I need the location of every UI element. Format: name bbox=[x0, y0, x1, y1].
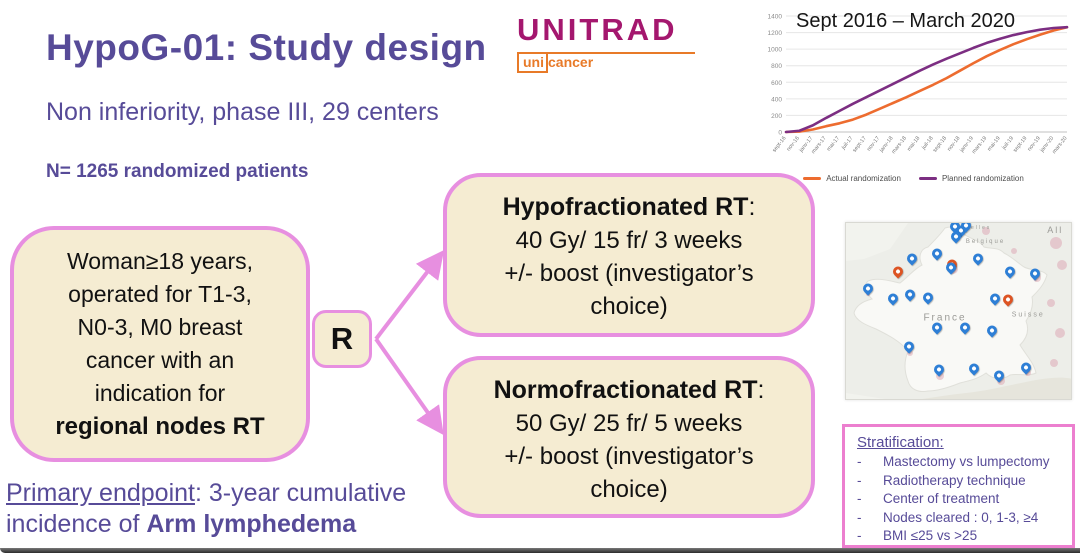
page-title: HypoG-01: Study design bbox=[46, 27, 487, 68]
svg-text:sept-18: sept-18 bbox=[932, 136, 948, 154]
stratification-item: -BMI ≤25 vs >25 bbox=[857, 528, 978, 543]
map-country-label: All bbox=[1047, 225, 1064, 236]
recruitment-chart: Sept 2016 – March 2020 0 200 400 600 800 1000… bbox=[752, 4, 1075, 184]
svg-text:1200: 1200 bbox=[768, 30, 783, 37]
map-country-label: Suisse bbox=[1011, 311, 1045, 319]
primary-endpoint-label: Primary endpoint bbox=[6, 479, 195, 507]
svg-text:200: 200 bbox=[771, 113, 782, 120]
svg-text:sept-17: sept-17 bbox=[852, 136, 868, 154]
stratification-title: Stratification: bbox=[857, 434, 944, 451]
svg-text:600: 600 bbox=[771, 80, 782, 87]
arm-lymphedema-bold: Arm lymphedema bbox=[146, 510, 357, 538]
svg-text:sept-16: sept-16 bbox=[772, 136, 788, 154]
stratification-item: -Mastectomy vs lumpectomy bbox=[857, 454, 1050, 469]
eligibility-box: Woman≥18 years, operated for T1-3, N0-3,… bbox=[10, 226, 310, 462]
randomized-patients-count: N= 1265 randomized patients bbox=[46, 161, 309, 182]
arm-title: Hypofractionated RT: bbox=[502, 193, 756, 221]
randomization-box: R bbox=[312, 310, 372, 368]
svg-text:1400: 1400 bbox=[768, 14, 783, 21]
stratification-item: -Center of treatment bbox=[857, 491, 1000, 506]
svg-text:0: 0 bbox=[778, 130, 782, 137]
svg-text:800: 800 bbox=[771, 63, 782, 70]
randomization-arrows bbox=[374, 250, 445, 436]
legend-planned: Planned randomization bbox=[918, 174, 1024, 183]
stratification-item: -Radiotherapy technique bbox=[857, 472, 1026, 488]
recruitment-line-chart: 0200400600800100012001400sept-16nov-16ja… bbox=[768, 14, 1069, 156]
arm-title: Normofractionated RT: bbox=[493, 376, 765, 404]
eligibility-bold-line: regional nodes RT bbox=[55, 413, 265, 440]
legend-actual: Actual randomization bbox=[803, 174, 901, 183]
map-country-label: France bbox=[923, 312, 967, 324]
subtitle: Non inferiority, phase III, 29 centers bbox=[46, 98, 439, 126]
svg-text:mai-17: mai-17 bbox=[826, 136, 841, 153]
arm-normofractionated: Normofractionated RT: 50 Gy/ 25 fr/ 5 we… bbox=[443, 356, 815, 518]
unicancer-uni-box: uni bbox=[517, 52, 548, 73]
map-country-label: Belgique bbox=[965, 239, 1006, 246]
svg-text:mai-18: mai-18 bbox=[906, 136, 921, 153]
chart-title: Sept 2016 – March 2020 bbox=[796, 10, 1016, 32]
video-edge-bar bbox=[0, 548, 1080, 553]
svg-text:1000: 1000 bbox=[768, 47, 783, 54]
stratification-item: -Nodes cleared : 0, 1-3, ≥4 bbox=[857, 509, 1039, 525]
svg-text:sept-19: sept-19 bbox=[1012, 136, 1028, 154]
svg-text:mai-19: mai-19 bbox=[987, 136, 1002, 153]
logo-rule bbox=[517, 52, 695, 54]
chart-legend: Actual randomization Planned randomizati… bbox=[752, 174, 1075, 183]
planned-series-swatch bbox=[918, 177, 937, 180]
svg-text:400: 400 bbox=[771, 96, 782, 103]
map-country-label: Bruxelles bbox=[952, 225, 992, 232]
stratification-box: Stratification: -Mastectomy vs lumpectom… bbox=[842, 424, 1075, 548]
unitrad-wordmark: UNITRAD bbox=[517, 12, 678, 47]
primary-endpoint: Primary endpoint: 3-year cumulative inci… bbox=[6, 479, 407, 538]
france-map-shape bbox=[846, 223, 1071, 399]
arm-hypofractionated: Hypofractionated RT: 40 Gy/ 15 fr/ 3 wee… bbox=[443, 173, 815, 337]
actual-series-swatch bbox=[803, 177, 822, 180]
